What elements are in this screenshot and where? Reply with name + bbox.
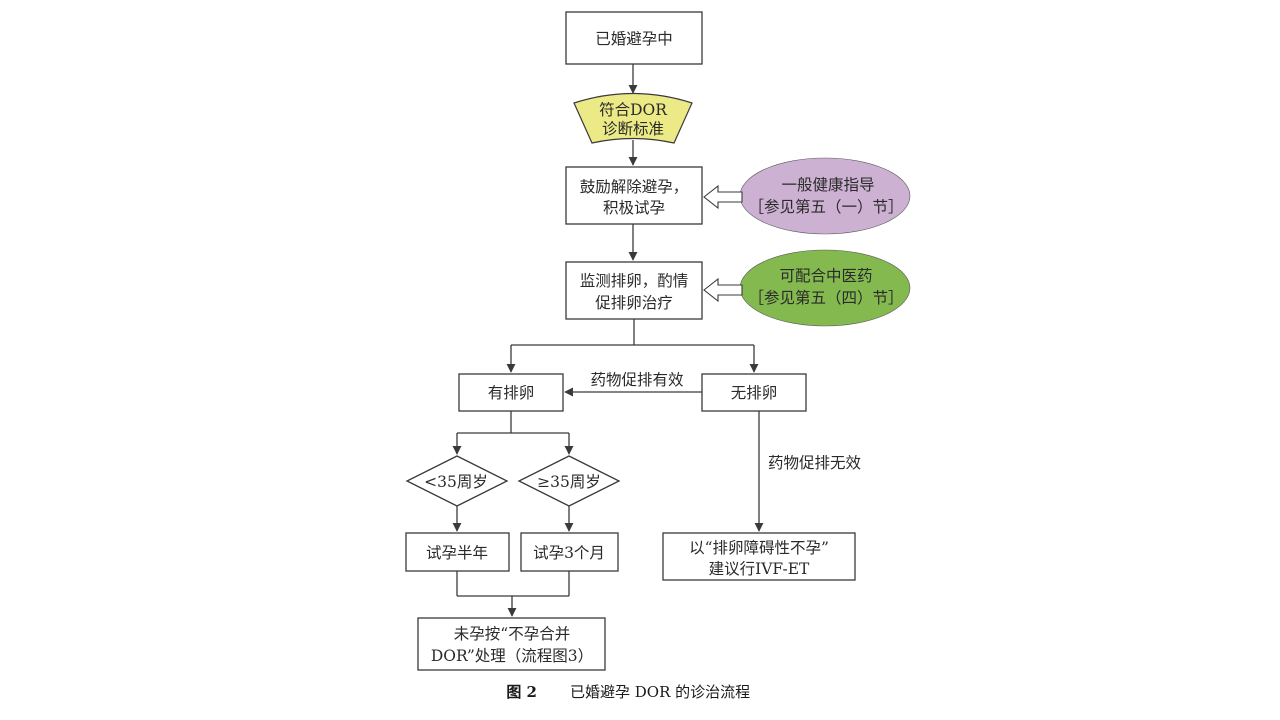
age-over-node: ≥35周岁 [517,455,621,507]
guidance-ellipse [739,157,911,235]
try-half-year-label: 试孕半年 [426,544,488,562]
drug-effective-label: 药物促排有效 [590,371,683,389]
encourage-label-line2: 积极试孕 [603,199,665,217]
tcm-label-line1: 可配合中医药 [779,267,872,285]
tcm-ellipse [739,249,911,327]
start-box [565,11,703,65]
unpregnant-box [417,617,606,671]
encourage-node: 鼓励解除避孕， 积极试孕 [565,166,703,225]
tcm-label-line2: ［参见第五（四）节］ [748,289,903,307]
ovulation-yes-label: 有排卵 [488,384,535,402]
unpregnant-label-line2: DOR”处理（流程图3） [431,647,593,665]
criteria-label-line2: 诊断标准 [602,120,664,138]
try-3-months-label: 试孕3个月 [533,544,605,562]
encourage-box [565,166,703,225]
monitor-node: 监测排卵，酌情 促排卵治疗 [565,261,703,320]
ovulation-no-label: 无排卵 [731,384,778,402]
drug-ineffective-label: 药物促排无效 [768,454,861,472]
age-under-label: <35周岁 [424,473,488,491]
start-node: 已婚避孕中 [565,11,703,65]
criteria-node: 符合DOR 诊断标准 [573,92,693,144]
unpregnant-label-line1: 未孕按“不孕合并 [454,625,570,643]
unpregnant-node: 未孕按“不孕合并 DOR”处理（流程图3） [417,617,606,671]
hollow-arrow-tcm [703,277,743,303]
criteria-shape [573,92,693,144]
try-half-year-box [405,532,510,572]
tcm-node: 可配合中医药 ［参见第五（四）节］ [739,249,911,327]
figure-number: 图 2 [506,683,537,701]
start-label: 已婚避孕中 [595,30,673,48]
age-under-node: <35周岁 [405,455,509,507]
ivf-label-line1: 以“排卵障碍性不孕” [689,539,829,557]
try-half-year-node: 试孕半年 [405,532,510,572]
guidance-label-line1: 一般健康指导 [781,176,874,194]
try-3-months-box [520,532,619,572]
ovulation-yes-box [458,373,564,412]
criteria-label-line1: 符合DOR [599,101,668,119]
age-over-label: ≥35周岁 [537,473,601,491]
ivf-label-line2: 建议行IVF-ET [709,560,810,578]
monitor-label-line2: 促排卵治疗 [595,294,673,312]
ovulation-no-node: 无排卵 [701,373,807,412]
guidance-node: 一般健康指导 ［参见第五（一）节］ [739,157,911,235]
ivf-node: 以“排卵障碍性不孕” 建议行IVF-ET [662,532,856,581]
try-3-months-node: 试孕3个月 [520,532,619,572]
monitor-box [565,261,703,320]
figure-caption: 图 2 已婚避孕 DOR 的诊治流程 [506,683,750,701]
ovulation-yes-node: 有排卵 [458,373,564,412]
monitor-label-line1: 监测排卵，酌情 [580,272,689,290]
hollow-arrow-guidance [703,184,743,210]
ivf-box [662,532,856,581]
encourage-label-line1: 鼓励解除避孕， [580,178,689,196]
figure-title: 已婚避孕 DOR 的诊治流程 [570,683,750,701]
guidance-label-line2: ［参见第五（一）节］ [748,198,903,216]
